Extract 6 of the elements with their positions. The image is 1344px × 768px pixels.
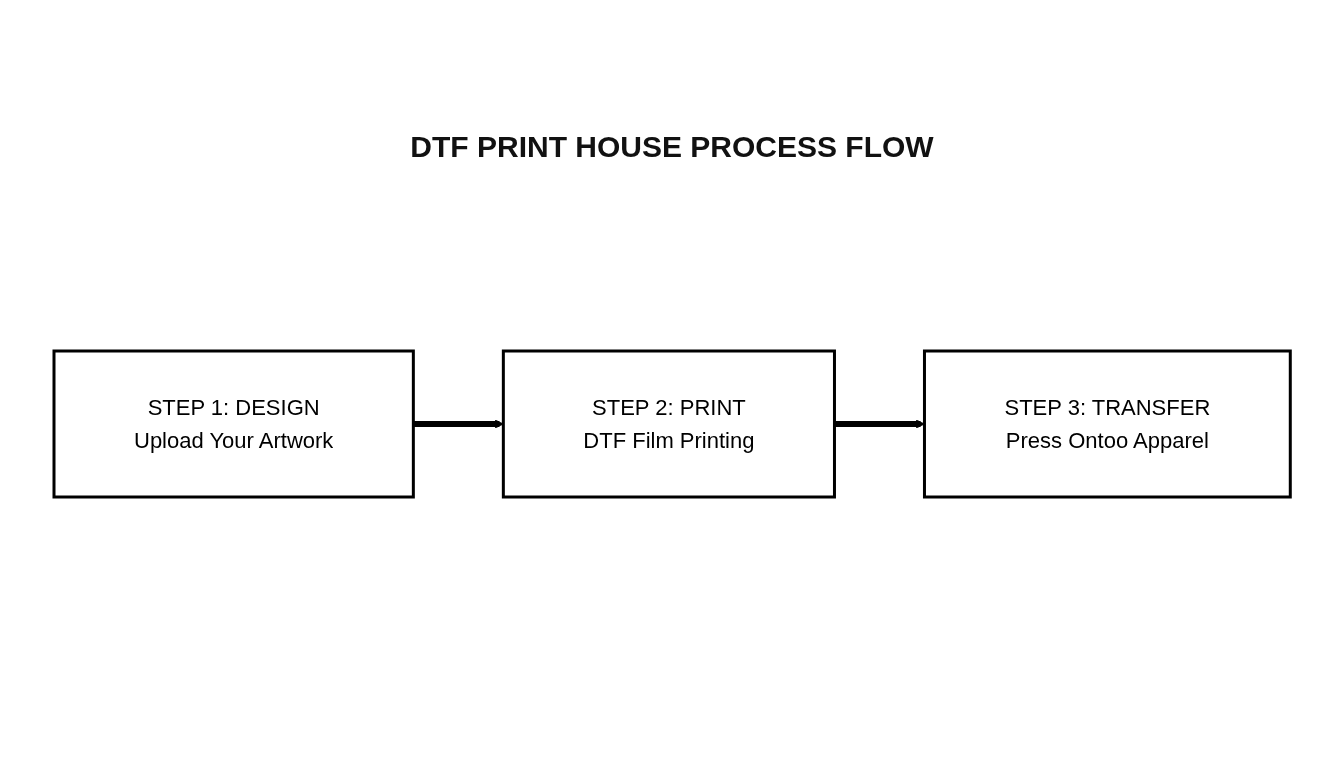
diagram-title: DTF PRINT HOUSE PROCESS FLOW	[409, 130, 935, 164]
arrow	[413, 419, 504, 429]
node-box: STEP 1: DESIGN Upload Your Artwork	[52, 349, 415, 499]
node-box: STEP 3: TRANSFER Press Ontoo Apparel	[922, 349, 1292, 499]
node-box: STEP 2: PRINT DTF Film Printing	[501, 349, 836, 499]
arrow	[834, 419, 925, 429]
